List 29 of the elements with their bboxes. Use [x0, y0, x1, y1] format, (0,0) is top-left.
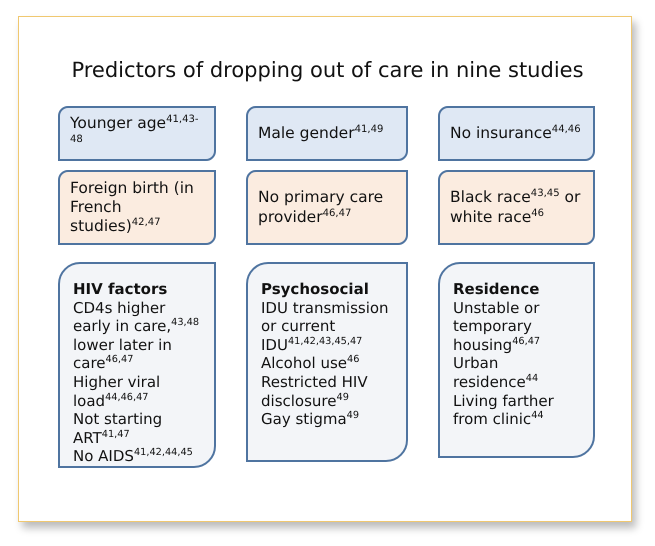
- predictor-text: No insurance$^{44,46}$: [450, 124, 581, 144]
- factor-text: Living farther from clinic$^{44}$: [453, 392, 555, 429]
- category-box: [58, 262, 216, 468]
- predictor-text: No primary care provider$^{46,47}$: [258, 188, 384, 227]
- predictor-box: [246, 106, 408, 161]
- category-heading: Psychosocial: [261, 280, 370, 299]
- predictor-box: [58, 106, 216, 161]
- factor-text: No AIDS$^{41,42,44,45}$: [73, 447, 194, 466]
- category-heading: HIV factors: [73, 280, 168, 299]
- factor-text: Not starting ART$^{41,47}$: [73, 410, 164, 448]
- predictor-box: [58, 170, 216, 245]
- predictor-box: [438, 170, 595, 245]
- predictor-text: Black race$^{43,45}$ or white race$^{46}$: [450, 188, 582, 227]
- category-box: [246, 262, 408, 462]
- category-heading: Residence: [453, 280, 540, 299]
- factor-text: Unstable or temporary housing$^{46,47}$: [453, 298, 542, 354]
- category-box: [438, 262, 595, 458]
- factor-text: Alcohol use$^{46}$: [261, 354, 360, 373]
- factor-text: Restricted HIV disclosure$^{49}$: [261, 372, 369, 410]
- predictor-box: [438, 106, 595, 161]
- predictor-text: Male gender$^{41,49}$: [258, 124, 384, 144]
- predictor-text: Foreign birth (in French studies)$^{42,47}$: [70, 178, 195, 236]
- predictor-box: [246, 170, 408, 245]
- title: Predictors of dropping out of care in nine studies: [70, 58, 585, 82]
- factor-text: Higher viral load$^{44,46,47}$: [73, 372, 162, 410]
- factor-text: CD4s higher early in care,$^{43,48}$ lower later in care$^{46,47}$: [73, 298, 200, 373]
- factor-text: Urban residence$^{44}$: [453, 354, 540, 392]
- factor-text: IDU transmission or current IDU$^{41,42,43,45,47}$: [261, 298, 390, 354]
- factor-text: Gay stigma$^{49}$: [261, 410, 360, 429]
